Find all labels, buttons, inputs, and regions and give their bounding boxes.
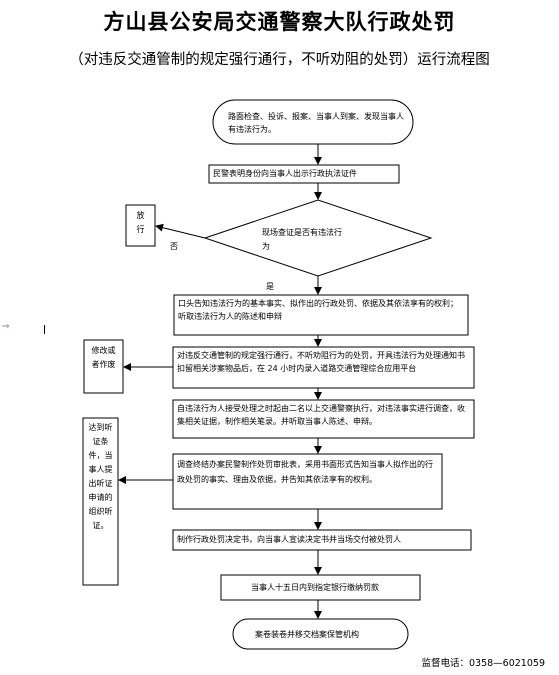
archive-node: 案卷装卷并移交档案保管机构 [233, 628, 408, 641]
investigate-node: 自违法行为人接受处理之时起由二名以上交通警察执行，对违法事实进行调查，收集相关证… [173, 402, 474, 428]
approve-node-shape [172, 453, 443, 510]
text-cursor-icon [44, 325, 45, 334]
decide-node-text: 制作行政处罚决定书，向当事人宣读决定书并当场交付被处罚人 [177, 535, 401, 544]
show-id-node-shape [208, 164, 400, 184]
decision-node: 现场查证是否有违法行为 [262, 226, 348, 254]
decision-node-text: 现场查证是否有违法行为 [262, 228, 342, 251]
hearing-node-shape [82, 417, 119, 586]
page-title: 方山县公安局交通警察大队行政处罚 [103, 10, 456, 34]
show-id-node-text: 民警表明身份向当事人出示行政执法证件 [213, 169, 357, 178]
start-node: 路面检查、投诉、报案、当事人到案、发现当事人有违法行为。 [228, 110, 408, 136]
inform-node-text: 口头告知违法行为的基本事实、拟作出的行政处罚、依据及其依法享有的权利；听取违法行… [178, 299, 458, 321]
decide-node: 制作行政处罚决定书，向当事人宣读决定书并当场交付被处罚人 [173, 533, 471, 546]
correct-node-text: 修改或者作废 [91, 346, 116, 369]
inform-node-shape [173, 294, 469, 336]
approve-node: 调查终结办案民警制作处罚审批表，采用书面形式告知当事人拟作出的行政处罚的事实、理… [173, 457, 442, 487]
edge-decision-release [155, 223, 206, 239]
page-margin-arrow-icon: ⇒ [2, 322, 10, 332]
correct-node: 修改或者作废 [91, 344, 116, 372]
release-node-shape [125, 204, 156, 247]
pay-node-shape [220, 574, 421, 601]
hearing-node: 达到听证条件，当事人提出听证申请的组织听证。 [88, 421, 113, 533]
detain-node-text: 对违反交通管制的规定强行通行，不听劝阻行为的处罚，开具违法行为处理通知书扣留相关… [177, 351, 465, 373]
inform-node: 口头告知违法行为的基本事实、拟作出的行政处罚、依据及其依法享有的权利；听取违法行… [174, 297, 468, 323]
show-id-node: 民警表明身份向当事人出示行政执法证件 [209, 166, 399, 181]
page-subtitle: （对违反交通管制的规定强行通行，不听劝阻的处罚）运行流程图 [69, 52, 490, 68]
approve-node-text: 调查终结办案民警制作处罚审批表，采用书面形式告知当事人拟作出的行政处罚的事实、理… [177, 460, 433, 484]
archive-node-text: 案卷装卷并移交档案保管机构 [255, 630, 359, 639]
release-node-text: 放行 [136, 211, 145, 234]
edge-label-yes: 是 [266, 282, 274, 291]
investigate-node-shape [172, 399, 475, 439]
investigate-node-text: 自违法行为人接受处理之时起由二名以上交通警察执行，对违法事实进行调查，收集相关证… [177, 404, 465, 426]
release-node: 放行 [135, 209, 146, 237]
start-node-shape [212, 99, 414, 145]
pay-node-text: 当事人十五日内到指定银行缴纳罚款 [251, 583, 379, 592]
hearing-node-text: 达到听证条件，当事人提出听证申请的组织听证。 [88, 423, 113, 530]
decision-node-shape [203, 199, 433, 277]
edge-label-no: 否 [170, 242, 178, 251]
start-node-text: 路面检查、投诉、报案、当事人到案、发现当事人有违法行为。 [228, 112, 404, 134]
detain-node: 对违反交通管制的规定强行通行，不听劝阻行为的处罚，开具违法行为处理通知书扣留相关… [173, 349, 474, 375]
decide-node-shape [172, 529, 472, 551]
archive-node-shape [232, 618, 409, 650]
pay-node: 当事人十五日内到指定银行缴纳罚款 [221, 581, 420, 594]
supervision-hotline: 监督电话：0358—6021059 [421, 658, 546, 669]
